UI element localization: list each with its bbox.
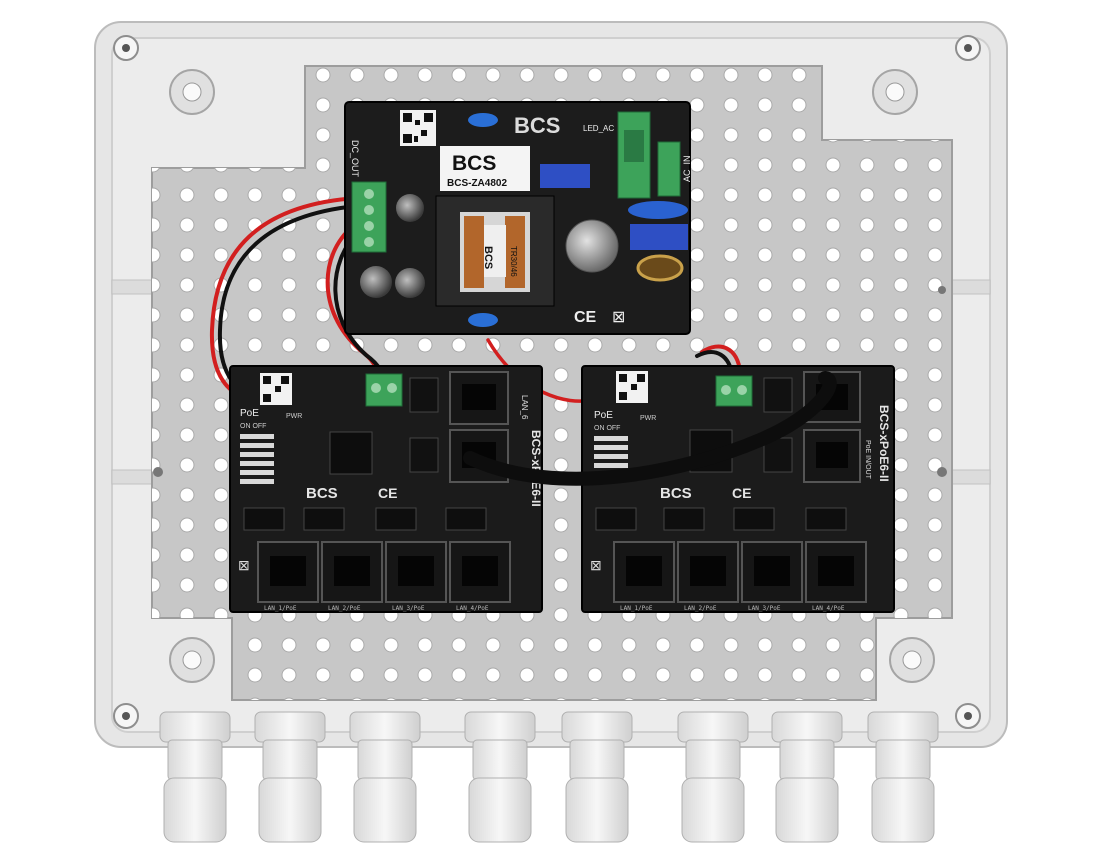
- port-label: LAN_2/PoE: [328, 605, 361, 612]
- pwr-label: PWR: [286, 413, 302, 420]
- poe-label: PoE: [594, 410, 613, 421]
- cable-gland: [349, 711, 421, 843]
- patch-cable: [463, 371, 837, 486]
- cable-gland: [159, 711, 231, 843]
- cable-gland: [771, 711, 843, 843]
- weee-icon: ⊠: [612, 309, 625, 326]
- port-label: LAN_4/PoE: [456, 605, 489, 612]
- on-off-label: ON OFF: [594, 425, 620, 432]
- ac-in-label: AC_IN: [682, 155, 692, 182]
- board-ce-mark: CE: [732, 485, 751, 501]
- rj45-port-row: [257, 541, 511, 603]
- port-label: LAN_3/PoE: [392, 605, 425, 612]
- cable-gland: [561, 711, 633, 843]
- lan6-label: LAN_6: [520, 395, 529, 420]
- power-supply-board: BCS LED_AC BCS BCS-ZA4802 AC_IN DC_OUT B…: [344, 101, 692, 335]
- board-brand-logo: BCS: [306, 485, 338, 502]
- pwr-label: PWR: [640, 415, 656, 422]
- poe-label: PoE: [240, 408, 259, 419]
- board-model-label: BCS-xPoE6-II: [877, 405, 891, 482]
- port-label: LAN_3/PoE: [748, 605, 781, 612]
- poe-switch-board-left: PoE ON OFF PWR LAN_6 BCS-xPoE6-II BCS CE…: [229, 365, 543, 613]
- board-ce-mark: CE: [378, 485, 397, 501]
- model-sticker: [440, 146, 530, 191]
- poe-switch-board-right: PoE ON OFF PWR PoE IN/OUT BCS-xPoE6-II B…: [581, 365, 895, 613]
- weee-icon: ⊠: [238, 557, 250, 573]
- board-model-label: BCS-xPoE6-II: [529, 430, 543, 507]
- psu-led-label: LED_AC: [583, 124, 614, 133]
- cable-gland: [677, 711, 749, 843]
- cable-gland: [254, 711, 326, 843]
- psu-brand-logo: BCS: [514, 113, 560, 138]
- dc-out-label: DC_OUT: [350, 140, 360, 178]
- on-off-label: ON OFF: [240, 423, 266, 430]
- rj45-port-row: [613, 541, 867, 603]
- psu-model-label: BCS-ZA4802: [447, 178, 507, 189]
- cable-gland: [464, 711, 536, 843]
- port-label: LAN_1/PoE: [264, 605, 297, 612]
- cable-gland: [867, 711, 939, 843]
- port-label: LAN_4/PoE: [812, 605, 845, 612]
- power-terminal: [365, 373, 403, 407]
- weee-icon: ⊠: [590, 557, 602, 573]
- sticker-brand: BCS: [452, 152, 496, 175]
- port-label: LAN_1/PoE: [620, 605, 653, 612]
- transformer-model: TR30/46: [509, 246, 518, 277]
- cable-glands: [159, 711, 939, 843]
- poe-in-out-label: PoE IN/OUT: [864, 440, 871, 480]
- rj45-port: [613, 541, 675, 603]
- board-brand-logo: BCS: [660, 485, 692, 502]
- psu-ce-mark: CE: [574, 309, 597, 326]
- transformer-brand: BCS: [482, 246, 494, 269]
- port-label: LAN_2/PoE: [684, 605, 717, 612]
